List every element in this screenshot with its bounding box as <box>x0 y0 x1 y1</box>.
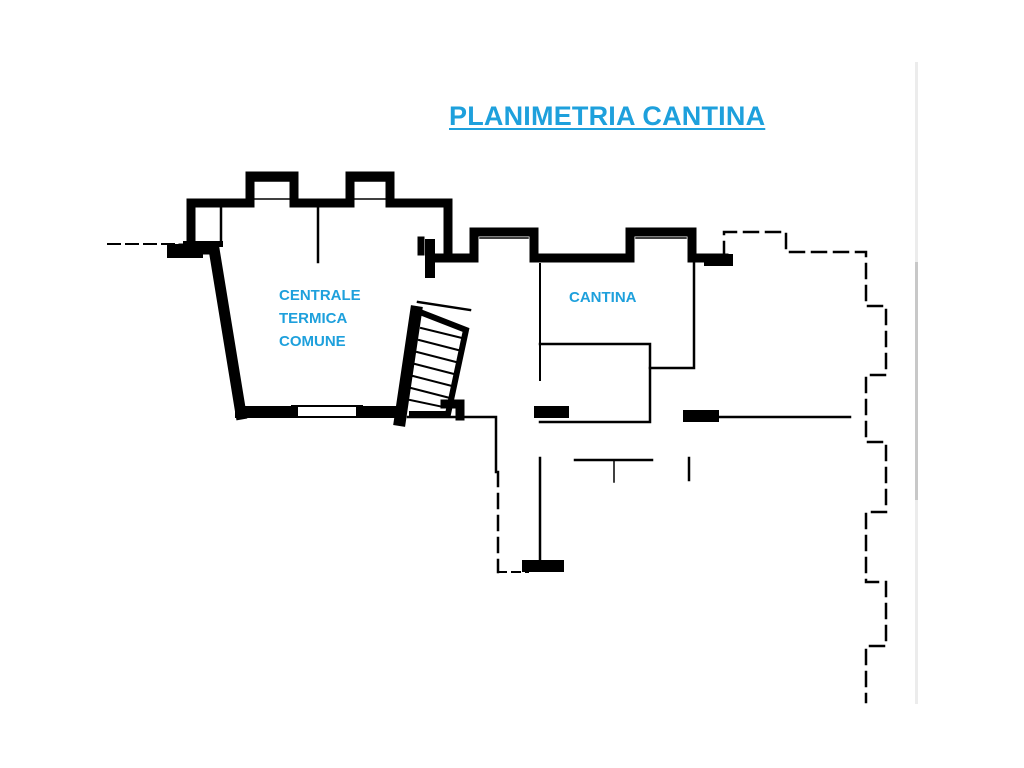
wall-corridor-top <box>433 227 729 263</box>
window-bay-1 <box>254 180 290 200</box>
stairs-outline <box>409 308 470 417</box>
window-ct-bottom <box>291 405 363 418</box>
room-label-line-2: TERMICA <box>279 310 348 327</box>
plan-title: PLANIMETRIA CANTINA <box>449 101 766 131</box>
landing-line <box>406 415 498 474</box>
dashed-boundary-right <box>722 230 888 704</box>
room-label-line-1: CENTRALE <box>279 287 361 304</box>
scrollbar-thumb[interactable] <box>915 262 918 500</box>
window-bay-2 <box>354 180 386 200</box>
room-label-line-3: COMUNE <box>279 333 346 350</box>
partition-cantina-box <box>538 342 652 424</box>
wall-ct-right <box>393 305 423 427</box>
landing <box>440 399 465 421</box>
wall-ct-top <box>186 171 453 257</box>
stairs-treads <box>408 326 464 410</box>
room-label-cantina: CANTINA <box>569 289 637 306</box>
stairs-side <box>416 300 472 312</box>
room-label-centrale-termica: CENTRALE TERMICA COMUNE <box>279 284 361 353</box>
partition-cantina-right <box>648 260 696 370</box>
wall-ct-left <box>178 243 248 421</box>
